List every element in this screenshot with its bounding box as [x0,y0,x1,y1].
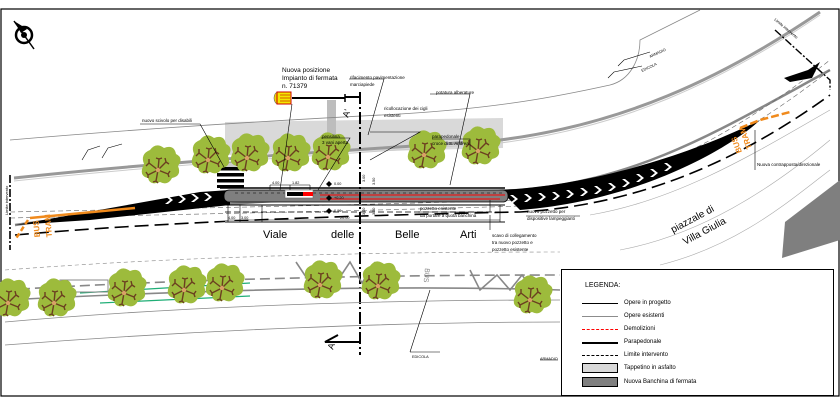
bus-lane-left [29,206,136,220]
dim-1: 4.00 [272,181,279,185]
direction-arrow [784,62,820,82]
legend-label: Tappetino in asfalto [624,365,676,371]
right-island [500,120,760,210]
demolition-lines [320,194,505,200]
dim-3: 0.00 [334,182,341,186]
curb-line-1: ricollocazione dei cigli [384,106,428,111]
legend-item-limit: Limite intervento [582,350,668,360]
new-platform [223,189,509,203]
dim-2: 1.82 [292,181,299,185]
dim-6: 4.00 [228,216,235,220]
stop-position-label: Nuova posizione Impianto di fermata n. 7… [282,67,338,90]
pruning-label: potatura alberature [436,90,475,95]
barrier-line-1: parapedonale [432,134,460,139]
dim-5: 0.00 [334,209,341,213]
dimension-lines [227,184,501,222]
legend-label: Opere esistenti [624,313,665,319]
bus-stop-icon [273,91,292,105]
legend-title: LEGENDA: [585,282,621,289]
trench-line-1: scavo di collegamento [492,233,537,238]
dim-8: 20.00 [340,216,350,220]
edicola-label-top: EDICOLA [641,62,658,73]
legend-label: Nuova Banchina di fermata [624,379,697,385]
ramp-path [327,100,336,150]
dim-7: 3.00 [241,216,248,220]
shelter-line-1: pensilina [322,134,340,139]
section-label-top: A' [340,108,352,119]
limit-right [774,29,831,90]
ramp-label: nuovo scivolo per disabili [142,118,192,123]
legend-item-project: Opere in progetto [582,298,671,308]
lane-dash-2 [9,69,831,219]
street-viale: Viale [263,229,287,241]
limit-left-label: Limite intervento [4,185,9,215]
street-arti: Arti [460,229,477,241]
tram-mark-left: TRAM [43,213,54,237]
left-island [15,190,230,225]
resurfacing-line-1: rifacimento pavimentazione [350,75,405,80]
piazzale-line-3 [659,169,831,266]
dim-12: 3.50 [372,208,376,215]
crosswalk [217,167,244,188]
bus-mark-lower: BUS [422,268,430,283]
road-sign-label: Nuova contrapposta/direzionale [757,162,821,167]
section-label-bottom: A [325,342,336,351]
bus-mark-left: BUS [31,219,41,237]
building-right [782,180,840,258]
dimension-texts: 4.00 1.82 0.00 +0.20 0.00 4.00 3.00 20.0… [228,175,376,220]
armadio-label-top: ARMADIO [649,48,667,59]
legend-item-demolition: Demolizioni [582,324,655,334]
barrier-line-2: croce di S. Andrea [432,141,469,146]
legend-label: Demolizioni [624,326,656,332]
piazzale-line-1 [589,109,831,216]
new-manhole-line-1: nuovo pozzetto per [527,209,566,214]
stop-line-1: Nuova posizione [282,67,330,74]
dim-4: +0.20 [334,196,344,200]
legend-item-barrier: Parapedonale [582,337,661,347]
new-manhole-line-2: dispositive lampeggianti [527,216,575,221]
dim-11: 3.00 [362,208,366,215]
stop-line-2: Impianto di fermata [282,75,338,82]
curb-line-2: esistenti [384,113,401,118]
legend: LEGENDA: Opere in progetto Opere esisten… [561,269,834,396]
bus-lane-right [739,110,791,130]
dim-10: 3.50 [372,178,376,185]
trench-line-2: tra nuovo pozzetto e [492,240,533,245]
legend-item-platform: Nuova Banchina di fermata [582,377,696,387]
stop-line-3: n. 71379 [282,83,308,90]
compass-icon [13,20,35,50]
resurfacing-line-2: marciapiede [350,82,375,87]
street-belle: Belle [395,229,419,241]
building-boundary [9,9,701,141]
piazzale-line-2 [619,139,831,251]
armadio-label-bottom: ARMADIO [540,357,558,361]
edicola-label-bottom: EDICOLA [412,355,429,359]
section-arrow-bottom [324,334,360,343]
street-delle: delle [331,229,354,241]
legend-item-existing: Opere esistenti [582,311,664,321]
leader-lines [81,51,756,230]
manhole-line-2: da portare a quota banchina [420,213,477,218]
manhole-line-1: pozzetto esistente [420,206,457,211]
legend-label: Limite intervento [624,352,669,358]
level-markers [326,181,332,214]
trench-line-3: pozzetto esistente [492,247,529,252]
limit-line-lower [14,94,831,236]
legend-item-asphalt: Tappetino in asfalto [582,363,676,373]
legend-label: Opere in progetto [624,300,671,306]
dim-9: 3.00 [362,175,366,182]
legend-label: Parapedonale [624,339,662,345]
shelter-line-2: 3 vani aperta [322,140,349,145]
